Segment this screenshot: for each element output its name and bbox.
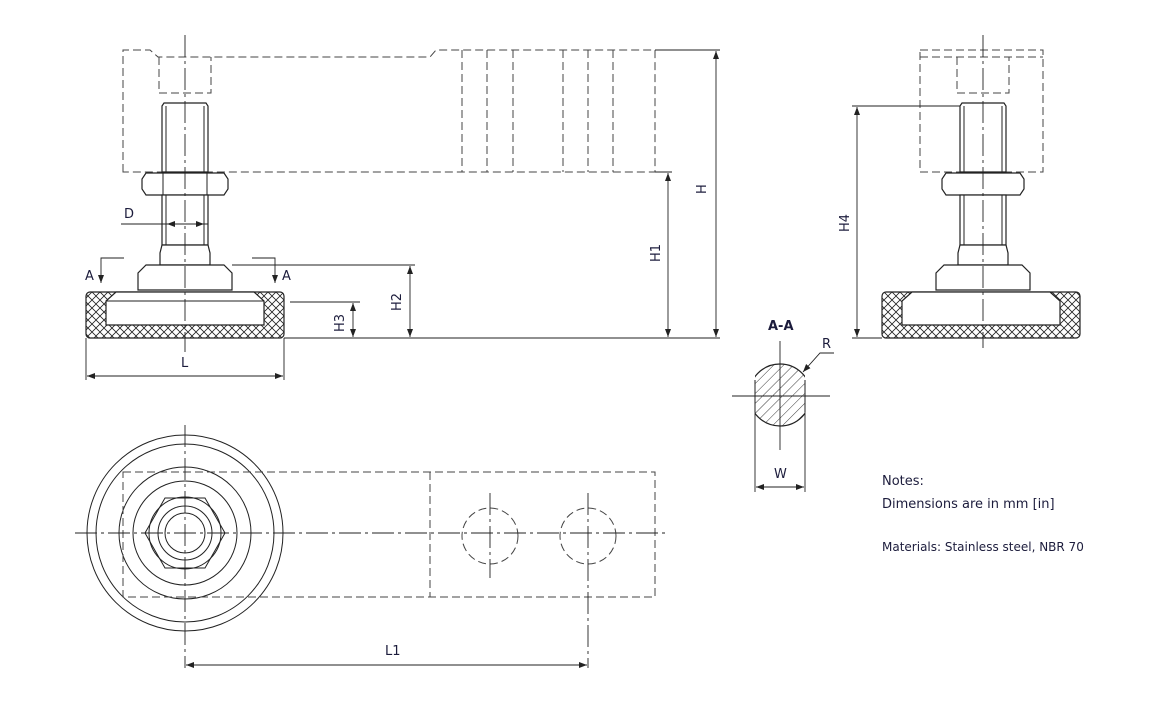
dim-label-h1: H1 bbox=[649, 244, 664, 262]
dim-label-d: D bbox=[124, 207, 134, 222]
load-cell-outline bbox=[122, 49, 656, 173]
notes-materials: Materials: Stainless steel, NBR 70 bbox=[882, 540, 1084, 554]
section-label: A bbox=[282, 269, 291, 284]
dim-label-h3: H3 bbox=[333, 314, 348, 332]
front-view: A A H H1 H2 H3 D L bbox=[85, 35, 720, 380]
section-mark-right: A bbox=[252, 257, 291, 284]
side-view: H4 bbox=[838, 35, 1081, 348]
dim-label-h2: H2 bbox=[390, 293, 405, 311]
notes: Notes: Dimensions are in mm [in] Materia… bbox=[882, 474, 1084, 554]
dim-label-w: W bbox=[774, 467, 787, 482]
section-a-a: A-A R W bbox=[732, 319, 834, 492]
notes-heading: Notes: bbox=[882, 474, 924, 489]
notes-dimensions: Dimensions are in mm [in] bbox=[882, 497, 1055, 512]
dim-label-h4: H4 bbox=[838, 214, 853, 232]
section-mark-left: A bbox=[85, 257, 124, 284]
top-view: L1 bbox=[75, 425, 665, 668]
dim-label-l1: L1 bbox=[385, 644, 401, 659]
section-label: A bbox=[85, 269, 94, 284]
dim-label-l: L bbox=[181, 356, 189, 371]
dim-label-h: H bbox=[695, 184, 710, 194]
section-title: A-A bbox=[768, 319, 794, 334]
dim-label-r: R bbox=[822, 337, 831, 352]
threaded-rod bbox=[141, 102, 229, 266]
